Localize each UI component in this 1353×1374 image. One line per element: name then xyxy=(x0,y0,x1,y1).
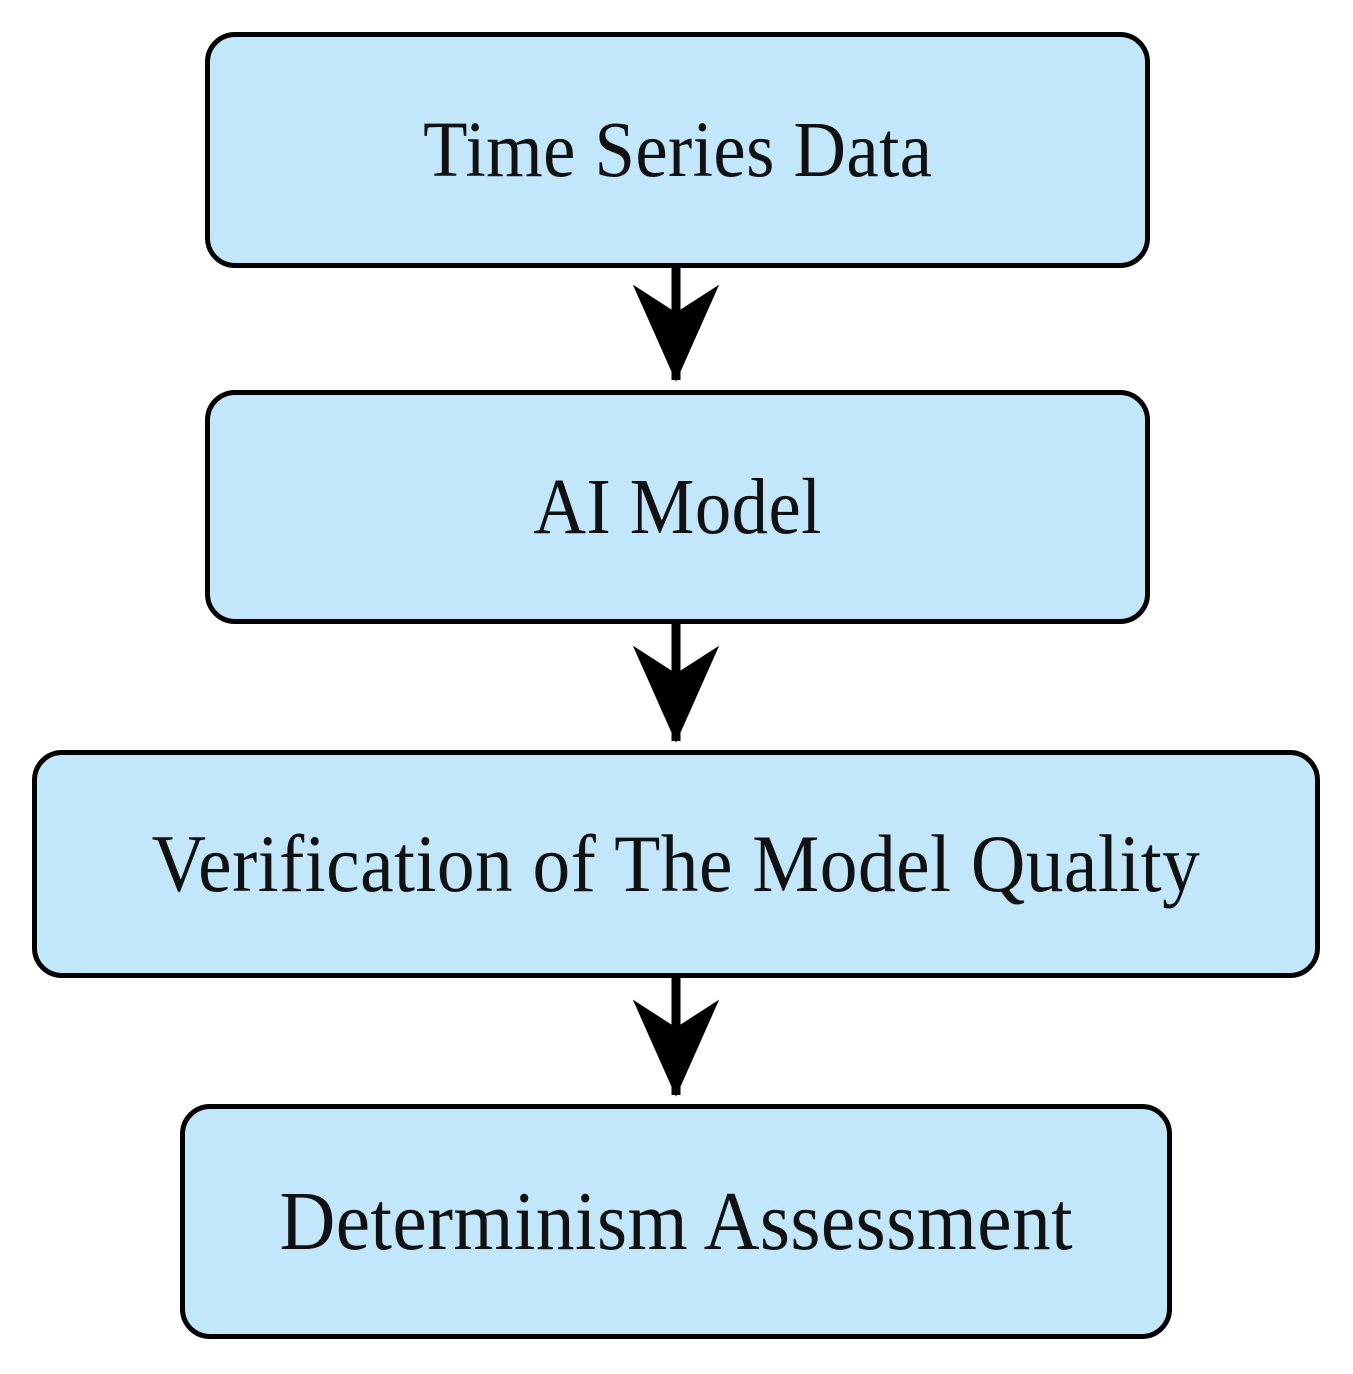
node-ai-model[interactable]: AI Model xyxy=(205,390,1150,624)
node-label-time-series-data: Time Series Data xyxy=(422,106,933,194)
node-time-series-data[interactable]: Time Series Data xyxy=(205,32,1150,268)
node-label-determinism-assessment: Determinism Assessment xyxy=(279,1174,1073,1268)
node-label-verification-of-the-model-quality: Verification of The Model Quality xyxy=(151,818,1201,909)
node-determinism-assessment[interactable]: Determinism Assessment xyxy=(180,1104,1172,1339)
node-verification-of-the-model-quality[interactable]: Verification of The Model Quality xyxy=(32,750,1320,978)
node-label-ai-model: AI Model xyxy=(533,463,822,551)
